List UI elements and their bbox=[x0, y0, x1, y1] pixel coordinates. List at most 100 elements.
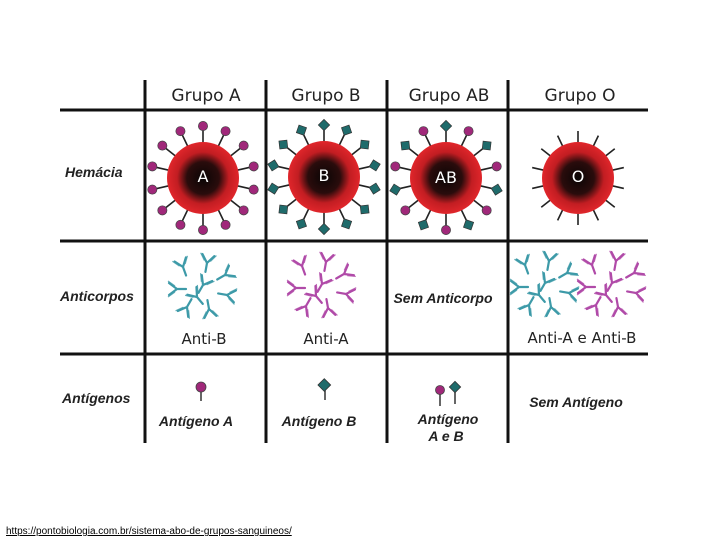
antigen-label-b: Antígeno B bbox=[281, 413, 357, 429]
antigen-a-tip bbox=[158, 141, 167, 150]
cell-letter-ab: AB bbox=[435, 168, 457, 187]
antigen-a-tip bbox=[198, 121, 207, 130]
antigen-a-tip bbox=[464, 127, 473, 136]
antigen-a-tip bbox=[221, 220, 230, 229]
antigen-a-tip bbox=[239, 206, 248, 215]
column-header-o: Grupo O bbox=[545, 86, 616, 106]
antigen-b-tip bbox=[341, 219, 351, 229]
antigen-b-tip bbox=[369, 183, 380, 194]
antigen-b-tip bbox=[401, 141, 410, 150]
antibody-label-o: Anti-A e Anti-B bbox=[528, 329, 637, 347]
cell-letter-b: B bbox=[319, 166, 330, 185]
antibody-icon bbox=[607, 251, 626, 272]
antibody-icon bbox=[626, 284, 647, 303]
row-label-antigenos: Antígenos bbox=[61, 390, 131, 406]
antibody-cluster-anti-a-o bbox=[577, 251, 646, 318]
antigen-b-tip bbox=[268, 160, 279, 171]
antigen-ab-icon bbox=[436, 381, 461, 406]
antigen-a-tip bbox=[391, 162, 400, 171]
antibody-icon bbox=[192, 273, 215, 297]
antibody-label-a: Anti-B bbox=[182, 330, 227, 348]
antibody-icon bbox=[198, 253, 217, 274]
antigen-b-tip bbox=[279, 205, 288, 214]
antigen-a-tip bbox=[198, 225, 207, 234]
antigen-b-tip bbox=[482, 141, 491, 150]
antigen-b-tip bbox=[318, 223, 329, 234]
antibody-icon bbox=[514, 254, 535, 276]
antibody-clusters bbox=[168, 251, 646, 320]
antigen-b-tip bbox=[341, 125, 351, 135]
antigen-a-icon bbox=[196, 382, 206, 401]
antigen-b-tip bbox=[360, 140, 369, 149]
antibody-icon bbox=[577, 279, 595, 295]
antibody-cluster-anti-a bbox=[287, 252, 356, 319]
antigen-b-tip bbox=[279, 140, 288, 149]
column-header-a: Grupo A bbox=[171, 86, 241, 106]
antibody-icon bbox=[172, 256, 193, 278]
antigen-a-tip bbox=[176, 220, 185, 229]
antibody-icon bbox=[510, 279, 528, 295]
column-header-b: Grupo B bbox=[291, 86, 360, 106]
antigen-a-tip bbox=[249, 185, 258, 194]
antibody-icon bbox=[585, 293, 608, 317]
antigen-a-tip bbox=[249, 162, 258, 171]
antigen-b-tip bbox=[440, 120, 451, 131]
antigen-label-ab-line2: A e B bbox=[427, 428, 463, 444]
antibody-cluster-anti-b bbox=[168, 253, 237, 320]
table-grid bbox=[60, 80, 648, 443]
antibody-icon bbox=[336, 285, 357, 304]
row-label-anticorpos: Anticorpos bbox=[59, 288, 134, 304]
antibody-icon bbox=[317, 252, 336, 273]
antigen-a-tip bbox=[239, 141, 248, 150]
antibody-icon bbox=[295, 294, 318, 318]
antigen-b-tip bbox=[268, 183, 279, 194]
antibody-label-b: Anti-A bbox=[303, 330, 349, 348]
antibody-icon bbox=[622, 262, 646, 285]
antibody-icon bbox=[601, 271, 624, 295]
antigen-a-tip bbox=[401, 206, 410, 215]
antibody-icon bbox=[332, 263, 356, 286]
antigen-b-tip bbox=[418, 220, 428, 230]
antigen-b-tip bbox=[369, 160, 380, 171]
antibody-icon bbox=[217, 286, 238, 305]
antibody-label-ab: Sem Anticorpo bbox=[393, 290, 492, 306]
antigen-a-tip bbox=[441, 225, 450, 234]
cell-letter-o: O bbox=[572, 167, 585, 186]
antigen-a-tip bbox=[148, 162, 157, 171]
antigen-a-tip bbox=[148, 185, 157, 194]
antigen-a-tip bbox=[482, 206, 491, 215]
antigen-b-icon bbox=[318, 379, 331, 400]
antigen-a-tip bbox=[221, 127, 230, 136]
antigen-label-a: Antígeno A bbox=[158, 413, 233, 429]
cell-letter-a: A bbox=[198, 167, 209, 186]
antigen-b-tip bbox=[360, 205, 369, 214]
antibody-icon bbox=[518, 293, 541, 317]
row-label-hemacia: Hemácia bbox=[65, 164, 123, 180]
antigen-b-tip bbox=[463, 220, 473, 230]
antibody-icon bbox=[581, 254, 602, 276]
antibody-icon bbox=[534, 271, 557, 295]
antibody-icon bbox=[176, 295, 199, 319]
antigen-label-ab-line1: Antígeno bbox=[417, 411, 479, 427]
column-header-ab: Grupo AB bbox=[409, 86, 490, 106]
antibody-icon bbox=[540, 251, 559, 272]
antibody-icon bbox=[311, 272, 334, 296]
antigen-b-tip bbox=[296, 219, 306, 229]
source-link[interactable]: https://pontobiologia.com.br/sistema-abo… bbox=[6, 526, 292, 537]
antigen-a-tip bbox=[176, 127, 185, 136]
antigen-b-tip bbox=[318, 119, 329, 130]
antigen-a-tip bbox=[419, 127, 428, 136]
antigen-b-tip bbox=[390, 184, 401, 195]
antibody-icon bbox=[555, 262, 579, 285]
antibody-icon bbox=[291, 255, 312, 277]
antigen-a-tip bbox=[158, 206, 167, 215]
antigen-b-tip bbox=[296, 125, 306, 135]
antibody-icon bbox=[168, 281, 186, 297]
antibody-icon bbox=[287, 280, 305, 296]
antibody-cluster-anti-b-o bbox=[510, 251, 579, 318]
antibody-icon bbox=[559, 284, 580, 303]
antigen-b-tip bbox=[491, 184, 502, 195]
antigen-a-tip bbox=[492, 162, 501, 171]
antibody-icon bbox=[213, 264, 237, 287]
